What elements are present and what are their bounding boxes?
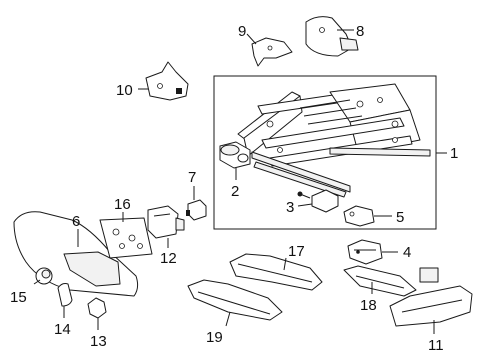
leader-17 <box>283 257 287 271</box>
callout-10: 10 <box>116 82 133 99</box>
seat-frame-assembly <box>237 83 431 198</box>
callout-16: 16 <box>114 196 131 213</box>
callout-5: 5 <box>396 209 404 226</box>
part-2-motor <box>219 141 251 169</box>
leader-3 <box>297 203 313 207</box>
callout-18: 18 <box>360 297 377 314</box>
callout-2: 2 <box>231 183 239 200</box>
part-13-knob <box>87 297 107 319</box>
part-4-actuator <box>347 239 383 265</box>
part-16-switch-panel <box>99 217 153 259</box>
callout-19: 19 <box>206 329 223 346</box>
leader-9 <box>246 33 257 45</box>
part-12-switch-module <box>147 205 185 239</box>
part-5-clip <box>343 205 375 227</box>
callout-11: 11 <box>428 337 444 354</box>
part-9-bracket <box>251 37 293 67</box>
callout-4: 4 <box>403 244 411 261</box>
part-3-bracket <box>297 189 339 213</box>
leader-19 <box>225 311 231 327</box>
callout-9: 9 <box>238 23 246 40</box>
callout-8: 8 <box>356 23 364 40</box>
callout-3: 3 <box>286 199 294 216</box>
part-17-outer-trim <box>229 253 323 291</box>
part-14-knob <box>57 283 73 307</box>
callout-1: 1 <box>450 145 458 162</box>
callout-13: 13 <box>90 333 107 350</box>
part-8-back-bracket <box>305 16 359 57</box>
callout-7: 7 <box>188 169 196 186</box>
part-18-track-cover <box>343 265 417 297</box>
callout-15: 15 <box>10 289 27 306</box>
part-7-connector <box>186 199 207 221</box>
part-19-inner-trim <box>187 279 283 321</box>
callout-12: 12 <box>160 250 177 267</box>
callout-17: 17 <box>288 243 305 260</box>
part-10-bracket <box>145 61 189 101</box>
part-11-trim-panel <box>389 267 473 327</box>
leader-15 <box>33 279 41 285</box>
callout-14: 14 <box>54 321 71 338</box>
callout-6: 6 <box>72 213 80 230</box>
